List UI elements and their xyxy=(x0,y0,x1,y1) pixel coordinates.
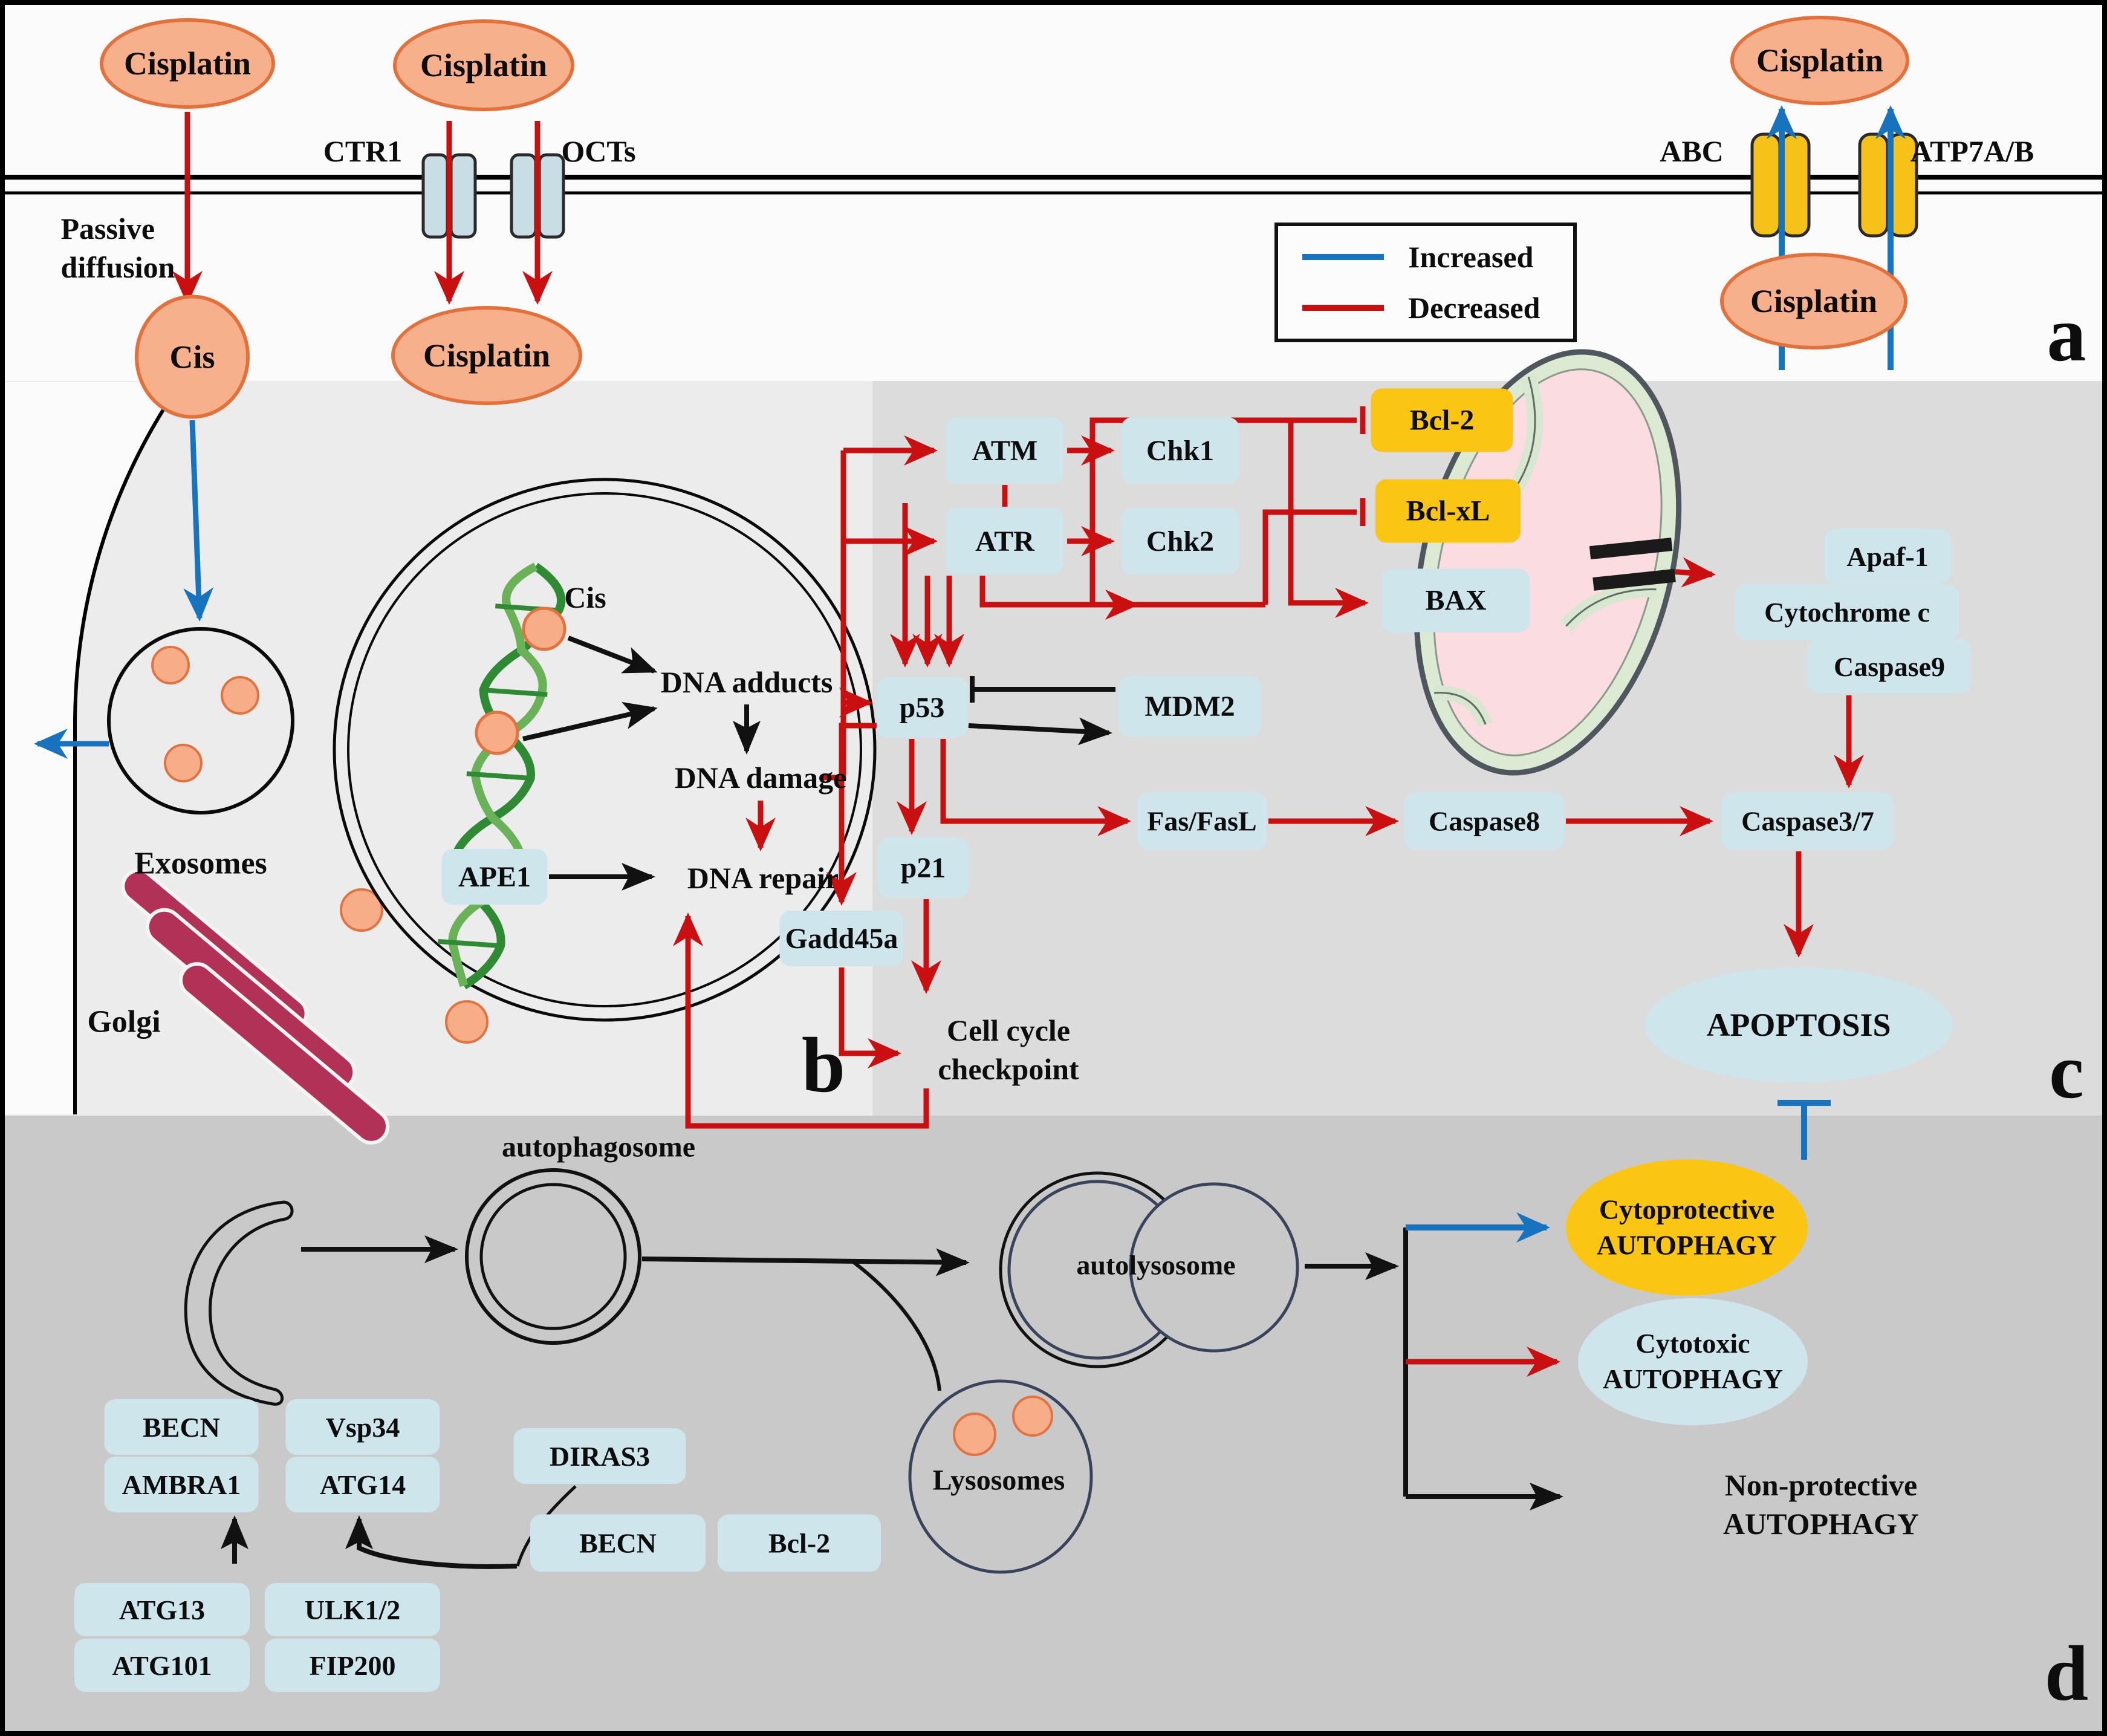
exosomes-label: Exosomes xyxy=(134,846,267,881)
legend-increased-row: Increased xyxy=(1278,239,1573,275)
p53-box: p53 xyxy=(877,677,967,738)
chk2-box: Chk2 xyxy=(1121,508,1239,574)
gadd45a-box: Gadd45a xyxy=(779,911,904,966)
autophagosome-label: autophagosome xyxy=(501,1131,696,1163)
exosome-cargo-dots xyxy=(151,646,259,782)
golgi-icon xyxy=(121,868,489,1145)
atg101-box: ATG101 xyxy=(74,1639,250,1692)
increased-line-icon xyxy=(1302,254,1384,260)
increased-label: Increased xyxy=(1408,240,1534,274)
cell-membrane-left-arc xyxy=(73,381,183,1114)
vsp34-box: Vsp34 xyxy=(285,1399,440,1455)
abc-transporter-icon xyxy=(1750,132,1811,238)
ambra1-box: AMBRA1 xyxy=(104,1457,259,1512)
apoptosis-ellipse: APOPTOSIS xyxy=(1644,967,1953,1082)
legend: Increased Decreased xyxy=(1274,223,1577,342)
dna-repair-label: DNA repair xyxy=(687,861,839,895)
lysosome-fusion-curve xyxy=(851,1260,941,1391)
diras3-box: DIRAS3 xyxy=(513,1428,686,1484)
ulk-complex-arrow-right xyxy=(345,1515,518,1569)
nonprotective-autophagy-label: Non-protective AUTOPHAGY xyxy=(1722,1468,1920,1541)
octs-label: OCTs xyxy=(561,134,636,168)
atm-box: ATM xyxy=(946,417,1064,484)
becn-box: BECN xyxy=(104,1399,259,1455)
ulk12-box: ULK1/2 xyxy=(265,1583,440,1636)
atp7ab-label: ATP7A/B xyxy=(1910,134,2034,168)
extracellular-left-zone xyxy=(5,382,180,1114)
cell-cycle-checkpoint-label: Cell cycle checkpoint xyxy=(938,1013,1079,1086)
cis-ellipse: Cis xyxy=(135,294,250,419)
chk1-box: Chk1 xyxy=(1121,417,1239,484)
panel-b-label: b xyxy=(801,1022,846,1109)
phagophore-icon xyxy=(184,1200,294,1406)
fip200-box: FIP200 xyxy=(265,1639,440,1692)
mdm2-box: MDM2 xyxy=(1118,676,1261,736)
dna-damage-label: DNA damage xyxy=(674,761,847,795)
bcl2-autophagy-box: Bcl-2 xyxy=(718,1514,881,1572)
caspase3-7-box: Caspase3/7 xyxy=(1721,792,1894,850)
p21-box: p21 xyxy=(878,837,969,898)
cis-adduct-label: Cis xyxy=(564,580,606,614)
ctr1-transporter-icon xyxy=(421,153,477,239)
autolysosome-label: autolysosome xyxy=(1076,1249,1236,1281)
cytochrome-c-box: Cytochrome c xyxy=(1735,584,1959,640)
cytoprotective-autophagy-ellipse: Cytoprotective AUTOPHAGY xyxy=(1566,1159,1808,1296)
cisplatin-ellipse-cytoplasm-mid: Cisplatin xyxy=(391,306,582,405)
red-signal-lines xyxy=(673,406,1864,1129)
ape1-box: APE1 xyxy=(441,849,548,905)
dna-adducts-label: DNA adducts xyxy=(660,665,833,699)
cisplatin-ellipse-extracellular-right: Cisplatin xyxy=(1730,16,1909,105)
cisplatin-ellipse-extracellular-left: Cisplatin xyxy=(100,18,275,109)
abc-label: ABC xyxy=(1660,134,1724,168)
dna-damage-arrows xyxy=(522,636,776,891)
atg13-box: ATG13 xyxy=(74,1583,250,1636)
golgi-label: Golgi xyxy=(87,1004,161,1039)
atp7ab-transporter-icon xyxy=(1858,132,1918,238)
becn2-box: BECN xyxy=(530,1514,706,1572)
cis-to-exosome-arrow xyxy=(183,420,214,622)
panel-d-label: d xyxy=(2044,1630,2089,1717)
ctr1-label: CTR1 xyxy=(323,134,403,168)
autolysosome-icon xyxy=(999,1171,1299,1368)
cis-adduct-dot-1 xyxy=(522,606,567,651)
legend-decreased-row: Decreased xyxy=(1278,290,1573,325)
autophagy-inhibits-apoptosis-line xyxy=(1777,1100,1831,1160)
bax-box: BAX xyxy=(1381,568,1530,632)
exosome-vesicle-icon xyxy=(107,627,294,814)
cisplatin-ellipse-extracellular-mid: Cisplatin xyxy=(393,19,574,111)
momp-channel-icon xyxy=(1589,538,1676,591)
cisplatin-ellipse-cytoplasm-right: Cisplatin xyxy=(1720,253,1907,349)
p53-mdm2-links xyxy=(968,676,1115,746)
caspase8-box: Caspase8 xyxy=(1404,792,1565,850)
atg14-box: ATG14 xyxy=(285,1457,440,1512)
bcl2-box: Bcl-2 xyxy=(1371,388,1513,452)
cis-adduct-dot-2 xyxy=(475,710,519,755)
apaf1-box: Apaf-1 xyxy=(1824,529,1951,584)
autophagosome-icon xyxy=(465,1168,641,1345)
panel-a-label: a xyxy=(2047,291,2086,378)
cytotoxic-autophagy-ellipse: Cytotoxic AUTOPHAGY xyxy=(1578,1298,1808,1425)
autophagosome-to-autolysosome-arrow xyxy=(641,1248,970,1276)
caspase9-box: Caspase9 xyxy=(1808,639,1971,694)
lysosomes-label: Lysosomes xyxy=(932,1464,1065,1497)
bclxl-box: Bcl-xL xyxy=(1375,479,1521,543)
fas-fasl-box: Fas/FasL xyxy=(1137,792,1267,850)
nucleus-icon xyxy=(333,478,877,1022)
atr-box: ATR xyxy=(946,508,1064,574)
uptake-arrows xyxy=(172,112,553,305)
passive-diffusion-label: Passive diffusion xyxy=(60,212,175,284)
decreased-label: Decreased xyxy=(1408,291,1540,325)
panel-c-label: c xyxy=(2049,1028,2084,1115)
lysosome-icon xyxy=(908,1379,1093,1574)
decreased-line-icon xyxy=(1302,305,1384,311)
